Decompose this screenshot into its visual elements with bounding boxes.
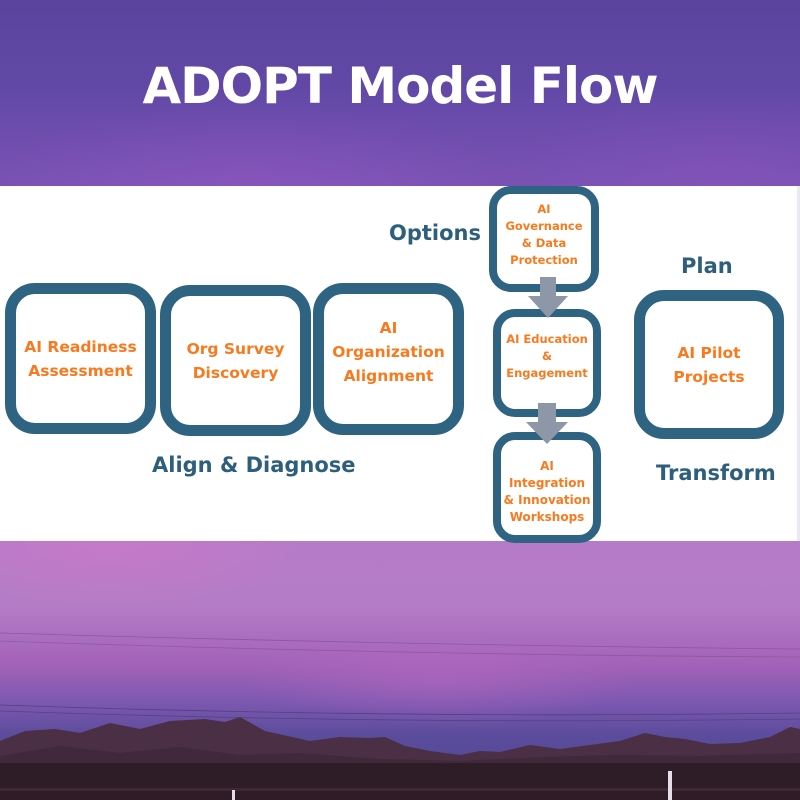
ground-haze — [0, 788, 800, 791]
power-line — [0, 704, 800, 716]
box-org-survey-discovery: Org Survey Discovery — [160, 285, 311, 436]
box-label: AI Integration & Innovation Workshops — [503, 458, 591, 524]
stage-label-align-diagnose: Align & Diagnose — [152, 453, 356, 477]
power-line — [0, 632, 800, 650]
stage-label-options: Options — [389, 221, 481, 245]
stage-label-transform: Transform — [656, 461, 776, 485]
down-arrow-icon — [526, 403, 568, 444]
stage-label-plan: Plan — [681, 254, 733, 278]
power-line — [0, 710, 800, 722]
box-ai-organization-alignment: AI Organization Alignment — [313, 283, 464, 435]
power-line — [0, 640, 800, 658]
box-ai-governance-data-protection: AI Governance & Data Protection — [489, 186, 599, 292]
down-arrow-icon — [528, 277, 568, 318]
box-label: AI Organization Alignment — [332, 319, 445, 385]
box-label: AI Education & Engagement — [506, 331, 588, 380]
box-ai-education-engagement: AI Education & Engagement — [493, 309, 601, 417]
box-ai-readiness-assessment: AI Readiness Assessment — [5, 283, 156, 434]
page-title: ADOPT Model Flow — [142, 57, 658, 115]
desert-landscape — [0, 632, 800, 800]
box-ai-pilot-projects: AI Pilot Projects — [634, 290, 784, 439]
box-label: Org Survey Discovery — [186, 339, 285, 382]
sky-background-top — [0, 0, 800, 186]
box-label: AI Governance & Data Protection — [505, 202, 583, 267]
box-label: AI Readiness Assessment — [24, 337, 137, 380]
road-marker — [668, 771, 672, 800]
box-ai-integration-innovation-workshops: AI Integration & Innovation Workshops — [493, 432, 601, 543]
desert-ground — [0, 763, 800, 800]
box-label: AI Pilot Projects — [673, 343, 745, 386]
road-marker — [232, 790, 235, 800]
